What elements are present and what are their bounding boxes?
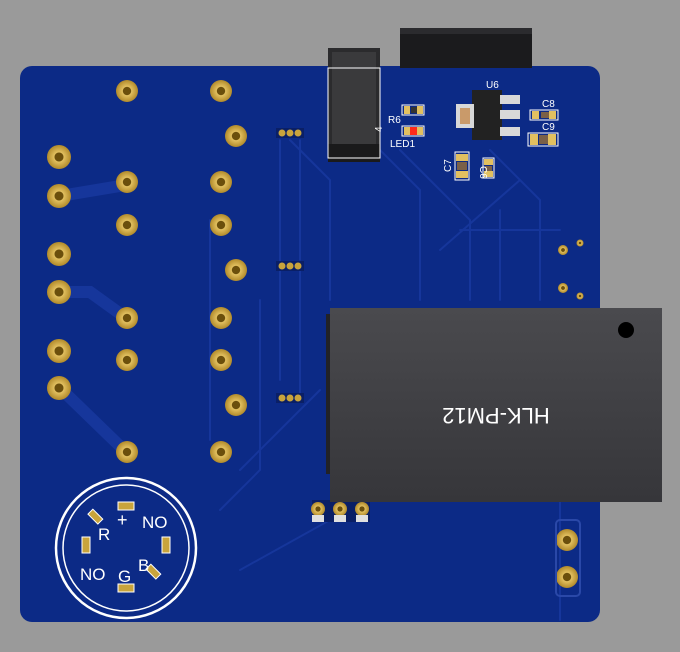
pin1-marker: [618, 322, 634, 338]
pin-header: [400, 28, 532, 68]
pad: [225, 259, 247, 281]
pad: [116, 171, 138, 193]
pad: [116, 307, 138, 329]
switch-label-g: G: [118, 567, 131, 586]
label-led1: LED1: [390, 139, 415, 150]
capacitor-c8: [529, 109, 559, 121]
pad: [210, 214, 232, 236]
switch-pads: [81, 501, 171, 593]
regulator-u6: [456, 90, 520, 140]
pad: [116, 441, 138, 463]
pad: [210, 307, 232, 329]
pad: [47, 376, 71, 400]
transistor-pads: [311, 500, 370, 522]
label-c8: C8: [542, 99, 555, 110]
label-c7: C7: [443, 159, 454, 172]
pad: [225, 125, 247, 147]
capacitor-c7: [454, 151, 470, 181]
terminal-outline: [555, 519, 581, 597]
pad: [210, 80, 232, 102]
pad: [47, 280, 71, 304]
capacitor-c9: [527, 132, 559, 147]
switch-label-no-top: NO: [142, 513, 168, 532]
right-edge-pads: [556, 239, 584, 588]
label-u6: U6: [486, 80, 499, 91]
smd-pad-triplets: [276, 128, 304, 403]
pad: [210, 349, 232, 371]
label-c9: C9: [542, 122, 555, 133]
switch-label-r: R: [98, 525, 110, 544]
black-connector-top: [332, 52, 376, 144]
pad: [116, 349, 138, 371]
pad: [116, 80, 138, 102]
silk-outline-connector: [327, 67, 381, 159]
pin-header-edge: [400, 28, 532, 34]
hlk-pm12-module: HLK-PM12: [326, 308, 662, 502]
capacitor-c6: [482, 157, 495, 179]
pad: [116, 214, 138, 236]
module-label: HLK-PM12: [442, 403, 550, 428]
label-c6: C6: [477, 166, 488, 179]
pad: [47, 339, 71, 363]
label-r6-suffix: 4: [374, 126, 385, 132]
switch-footprint: [54, 476, 198, 620]
pad: [225, 394, 247, 416]
pad: [210, 171, 232, 193]
label-r6: R6: [388, 115, 401, 126]
pad: [47, 184, 71, 208]
module-body: [330, 308, 662, 502]
pad: [47, 242, 71, 266]
switch-label-plus: +: [117, 510, 128, 530]
copper-traces: [54, 139, 561, 621]
switch-label-b: B: [138, 556, 149, 575]
resistor-r6: [401, 104, 425, 116]
black-connector-base: [328, 144, 380, 162]
switch-label-no-bottom: NO: [80, 565, 106, 584]
led1: [401, 125, 425, 137]
pad: [210, 441, 232, 463]
left-pads: [47, 80, 247, 463]
pad: [47, 145, 71, 169]
